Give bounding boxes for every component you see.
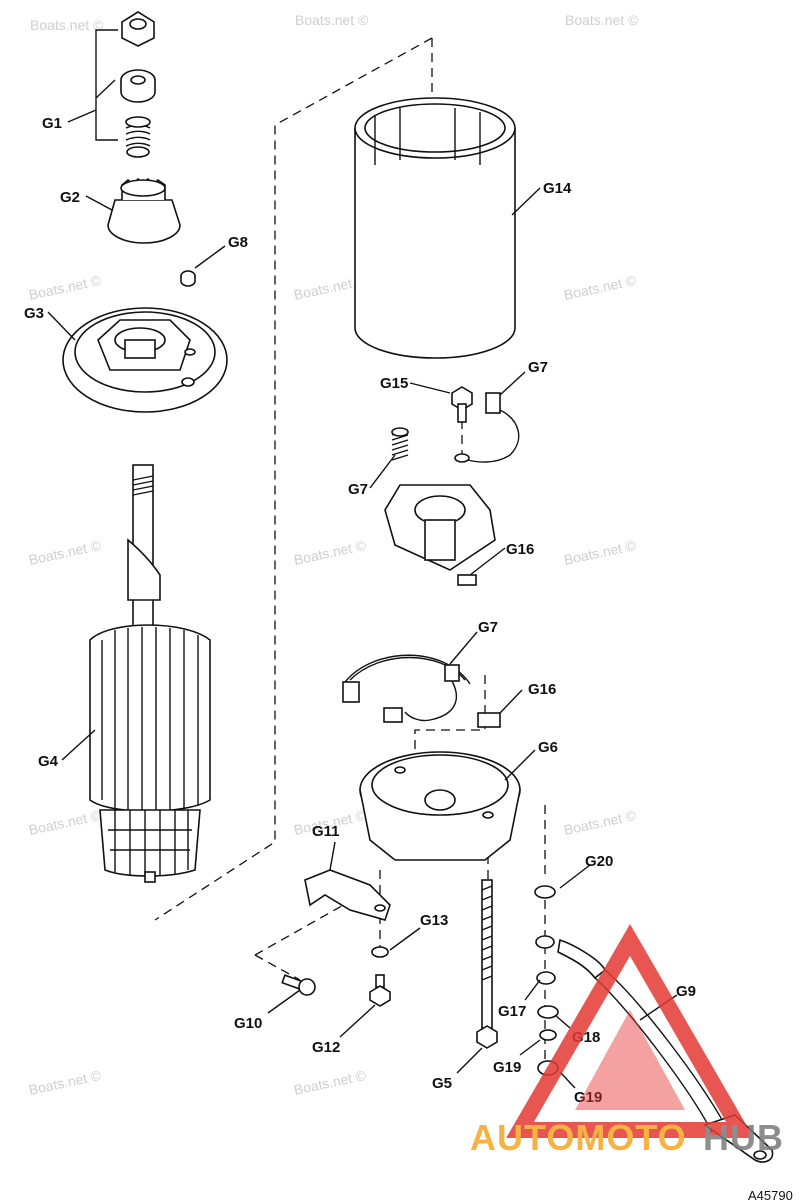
label-g7-spring: G7 — [348, 481, 368, 498]
part-labels: G1 G2 G8 G3 G4 G14 G15 G7 G7 G16 G7 G16 … — [24, 115, 696, 1106]
washer-stack — [534, 885, 559, 1076]
lock-washer — [371, 946, 389, 958]
leader-lines — [47, 109, 678, 1089]
drive-pinion — [107, 177, 181, 244]
label-g13: G13 — [420, 912, 448, 929]
logo-text-right: HUB — [703, 1117, 784, 1158]
label-g14: G14 — [543, 180, 572, 197]
label-g1: G1 — [42, 115, 62, 132]
insulator-pad-lower — [477, 712, 501, 728]
brush-lead-upper — [454, 392, 520, 463]
label-g19-left: G19 — [493, 1059, 521, 1076]
label-g10: G10 — [234, 1015, 262, 1032]
drive-end-frame — [62, 307, 228, 413]
watermark: Boats.net © — [562, 537, 638, 568]
watermark: Boats.net © — [562, 807, 638, 838]
watermark: Boats.net © — [30, 17, 104, 33]
label-g7-upper: G7 — [528, 359, 548, 376]
brush-holder — [384, 484, 496, 586]
label-g8: G8 — [228, 234, 248, 251]
label-g5: G5 — [432, 1075, 452, 1092]
label-g15: G15 — [380, 375, 408, 392]
label-g6: G6 — [538, 739, 558, 756]
label-g12: G12 — [312, 1039, 340, 1056]
brush-set-lower — [342, 654, 471, 723]
watermark: Boats.net © — [27, 807, 103, 838]
label-g17: G17 — [498, 1003, 526, 1020]
watermark: Boats.net © — [27, 1067, 103, 1098]
armature — [89, 464, 211, 883]
label-g3: G3 — [24, 305, 44, 322]
brush-spring — [391, 427, 409, 461]
automotohub-logo: AUTOMOTO HUB — [470, 924, 784, 1158]
label-g4: G4 — [38, 753, 59, 770]
logo-text-left: AUTOMOTO — [470, 1117, 687, 1158]
field-frame-housing — [354, 97, 516, 359]
commutator-end-cap — [359, 751, 521, 861]
label-g20: G20 — [585, 853, 613, 870]
label-g2: G2 — [60, 189, 80, 206]
diagram-reference: A45790 — [748, 1188, 793, 1203]
small-nut — [180, 270, 196, 287]
through-bolt-long — [476, 879, 498, 1049]
nut-spacer-spring-group — [95, 11, 156, 158]
logo-inner-triangle-icon — [575, 1010, 685, 1110]
through-bolt-short — [451, 386, 473, 423]
hex-screw — [369, 974, 391, 1007]
watermark: Boats.net © — [292, 537, 368, 568]
watermark: Boats.net © — [295, 12, 369, 28]
label-g16-lower: G16 — [528, 681, 556, 698]
label-g9: G9 — [676, 983, 696, 1000]
bracket-screw — [281, 974, 316, 996]
label-g11: G11 — [312, 823, 340, 840]
label-g19-lower: G19 — [574, 1089, 602, 1106]
label-g16-upper: G16 — [506, 541, 534, 558]
logo-triangle-icon — [506, 924, 754, 1138]
watermark: Boats.net © — [27, 272, 103, 303]
label-g7-lower: G7 — [478, 619, 498, 636]
watermark-layer: Boats.net © Boats.net © Boats.net © Boat… — [27, 12, 639, 1098]
mounting-bracket — [304, 869, 391, 921]
watermark: Boats.net © — [27, 537, 103, 568]
watermark: Boats.net © — [292, 1067, 368, 1098]
watermark: Boats.net © — [565, 12, 639, 28]
watermark: Boats.net © — [562, 272, 638, 303]
